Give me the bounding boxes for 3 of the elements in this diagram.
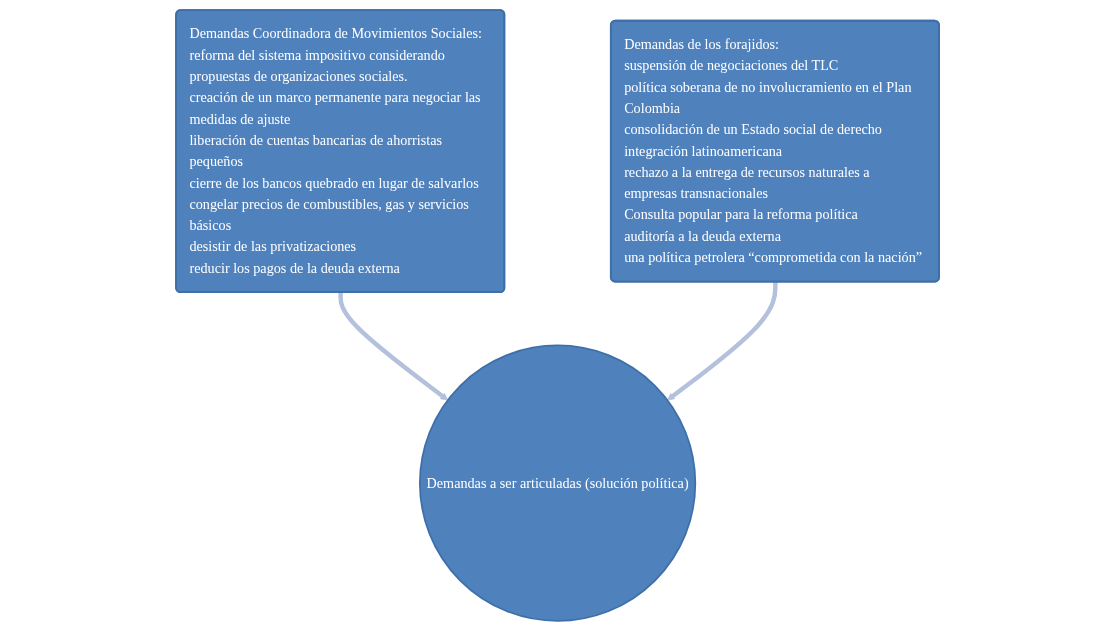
- node-circle: Demandas a ser articuladas (solución política): [418, 344, 697, 622]
- arrow: [338, 292, 448, 401]
- arrow: [667, 282, 778, 401]
